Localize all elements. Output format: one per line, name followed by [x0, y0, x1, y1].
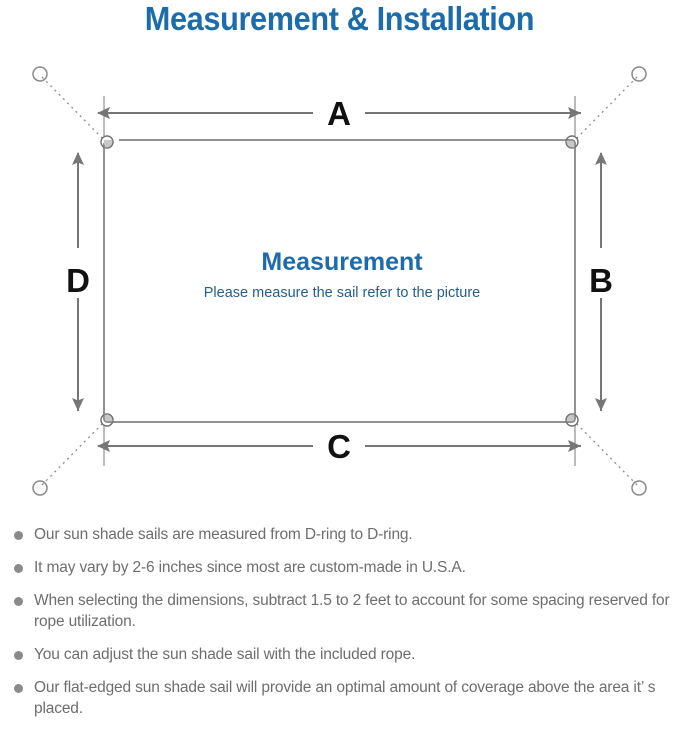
dimension-d: D: [66, 152, 90, 411]
rope-top-left: [41, 76, 105, 141]
anchor-top-right-icon: [631, 66, 647, 82]
list-item: It may vary by 2-6 inches since most are…: [0, 557, 679, 578]
bullet-icon: [14, 531, 23, 540]
diagram-svg: A C D B Measurement Please measure the s…: [32, 66, 647, 496]
list-item: Our sun shade sails are measured from D-…: [0, 524, 679, 545]
list-item: Our flat-edged sun shade sail will provi…: [0, 677, 679, 719]
anchor-bottom-left-icon: [32, 480, 48, 496]
anchor-top-left-icon: [32, 66, 48, 82]
list-item: You can adjust the sun shade sail with t…: [0, 644, 679, 665]
diagram-center-title: Measurement: [261, 248, 423, 276]
sail-outline: [103, 139, 576, 423]
note-text: You can adjust the sun shade sail with t…: [34, 646, 416, 663]
rope-bottom-right: [574, 421, 638, 486]
corner-wedge-top-right: [566, 140, 575, 149]
bullet-icon: [14, 684, 23, 693]
page-title: Measurement & Installation: [144, 0, 535, 37]
dimension-b: B: [589, 152, 613, 411]
measurement-diagram: A C D B Measurement Please measure the s…: [0, 50, 679, 510]
note-text: Our sun shade sails are measured from D-…: [34, 526, 413, 543]
sail-shape: [100, 132, 579, 427]
anchor-bottom-right-icon: [631, 480, 647, 496]
dimension-label-c: C: [327, 428, 351, 465]
rope-bottom-left: [41, 421, 105, 486]
bullet-icon: [14, 564, 23, 573]
corner-wedge-bottom-left: [104, 413, 113, 422]
note-text: When selecting the dimensions, subtract …: [34, 592, 670, 630]
anchor-points: [32, 66, 647, 496]
bullet-icon: [14, 597, 23, 606]
dimension-a: A: [97, 95, 581, 132]
bullet-icon: [14, 651, 23, 660]
dimension-label-a: A: [327, 95, 351, 132]
note-text: Our flat-edged sun shade sail will provi…: [34, 679, 656, 717]
dimension-c: C: [97, 428, 581, 465]
corner-wedge-top-left: [104, 140, 113, 149]
note-text: It may vary by 2-6 inches since most are…: [34, 559, 466, 576]
diagram-center-subtitle: Please measure the sail refer to the pic…: [204, 285, 480, 301]
dimension-label-b: B: [589, 262, 613, 299]
list-item: When selecting the dimensions, subtract …: [0, 590, 679, 632]
rope-lines: [41, 76, 638, 486]
dimension-label-d: D: [66, 262, 90, 299]
notes-list: Our sun shade sails are measured from D-…: [0, 524, 679, 731]
rope-top-right: [574, 76, 638, 141]
corner-wedge-bottom-right: [566, 413, 575, 422]
